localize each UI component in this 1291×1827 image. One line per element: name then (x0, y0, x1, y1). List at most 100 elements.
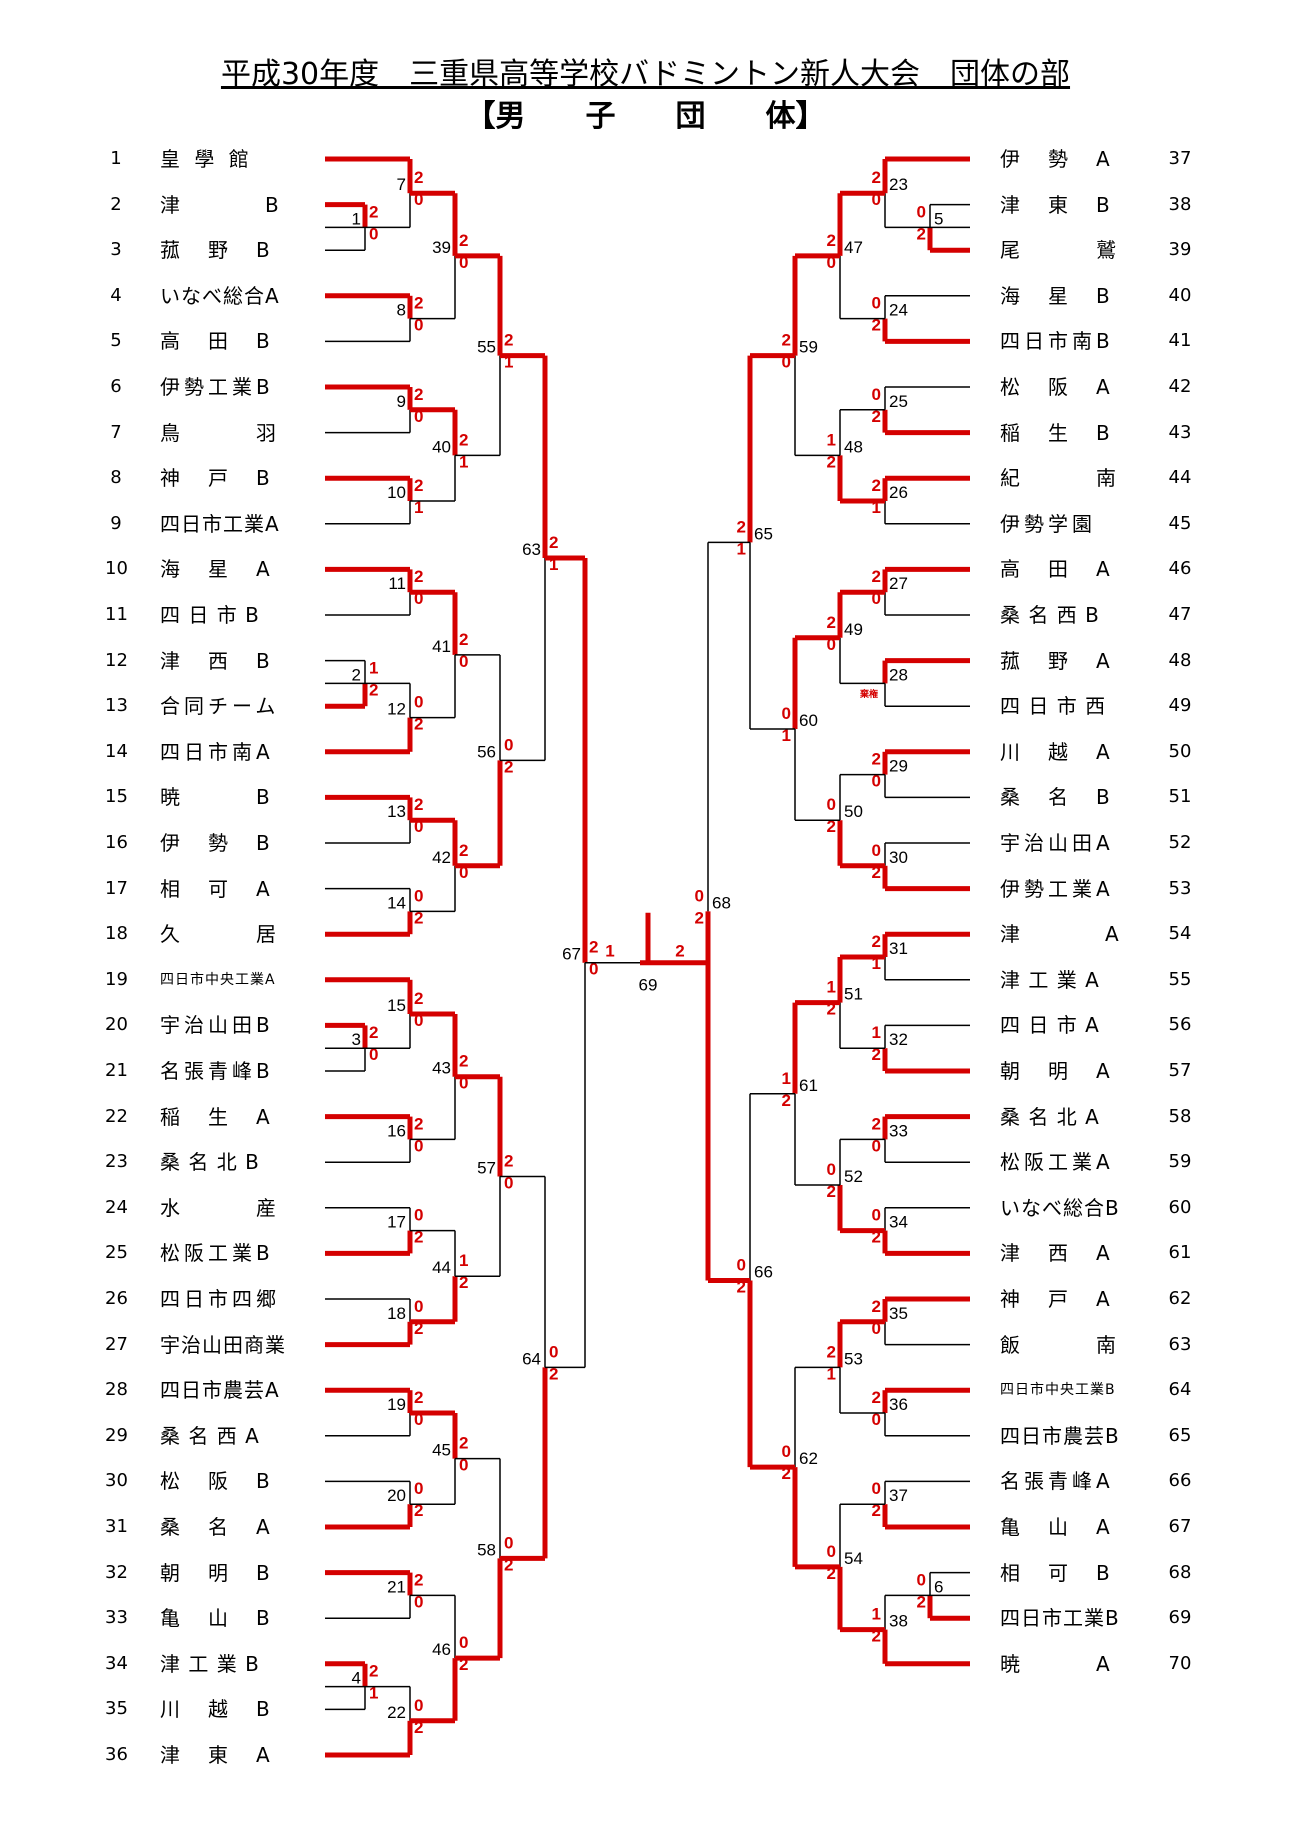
entry-number: 31 (105, 1516, 128, 1537)
match-score: 2 (504, 1555, 513, 1574)
match-number: 59 (799, 338, 818, 357)
team-name: 亀 山 B (160, 1606, 274, 1631)
match-number: 9 (397, 392, 406, 411)
match-score: 1 (872, 1023, 881, 1042)
match-score: 2 (414, 1718, 423, 1737)
entry-number: 58 (1168, 1105, 1192, 1127)
match-score: 2 (459, 1052, 468, 1071)
entry-number: 14 (105, 740, 128, 762)
match-score: 2 (549, 1364, 558, 1383)
team-name: いなべ総合A (160, 283, 280, 308)
match-score: 1 (872, 1605, 881, 1624)
team-name: 四日市農芸B (1000, 1423, 1120, 1448)
team-name: 名張青峰A (1000, 1469, 1114, 1494)
match-score: 1 (549, 555, 558, 574)
team-name: 朝 明 B (160, 1560, 274, 1585)
team-name: 稲 生 A (160, 1104, 274, 1129)
team-name: 皇 學 館 (160, 147, 253, 171)
match-number: 55 (477, 338, 496, 357)
entry-number: 70 (1168, 1652, 1192, 1674)
match-score: 2 (872, 863, 881, 882)
match-number: 19 (387, 1395, 406, 1414)
match-score: 1 (827, 978, 836, 997)
team-name: 桑 名 北 A (1000, 1104, 1100, 1129)
match-score: 2 (414, 1319, 423, 1338)
match-number: 48 (844, 437, 863, 456)
match-score: 2 (414, 908, 423, 927)
entry-number: 27 (105, 1333, 128, 1355)
match-score: 2 (782, 1091, 791, 1110)
team-name: 菰 野 B (160, 238, 274, 263)
team-name: 神 戸 B (160, 466, 274, 491)
match-score: 2 (827, 817, 836, 836)
match-score: 2 (369, 1662, 378, 1681)
match-score: 2 (459, 231, 468, 250)
entry-number: 28 (105, 1379, 128, 1401)
match-score: 0 (414, 1136, 423, 1155)
match-score: 0 (872, 294, 881, 313)
team-name: 四日市中央工業A (160, 971, 276, 988)
match-score: 2 (414, 1114, 423, 1133)
match-score: 0 (459, 253, 468, 272)
match-number: 15 (387, 996, 406, 1015)
entry-number: 13 (105, 695, 128, 717)
match-score: 2 (872, 1114, 881, 1133)
entry-number: 16 (105, 832, 128, 853)
match-score: 2 (872, 1388, 881, 1407)
entry-number: 62 (1168, 1288, 1192, 1309)
match-number: 22 (387, 1703, 406, 1722)
entry-number: 54 (1168, 923, 1192, 945)
entry-number: 22 (105, 1105, 128, 1127)
match-number: 49 (844, 620, 863, 639)
team-name: 伊 勢 A (1000, 147, 1114, 171)
team-name: 菰 野 A (1000, 648, 1114, 673)
match-score: 2 (589, 938, 598, 957)
match-score: 2 (414, 385, 423, 404)
match-number: 18 (387, 1304, 406, 1323)
match-number: 56 (477, 742, 496, 761)
entry-number: 18 (105, 923, 128, 945)
entry-number: 57 (1168, 1060, 1192, 1081)
match-number: 40 (432, 437, 451, 456)
match-score: 2 (369, 202, 378, 221)
entry-number: 60 (1168, 1196, 1192, 1218)
match-score: 0 (549, 1342, 558, 1361)
team-name: 高 田 A (1000, 557, 1114, 582)
match-number: 29 (889, 757, 908, 776)
match-score: 2 (872, 476, 881, 495)
match-score: 2 (872, 567, 881, 586)
match-number: 21 (387, 1577, 406, 1596)
match-score: 0 (782, 704, 791, 723)
match-number: 66 (754, 1262, 773, 1281)
entry-number: 41 (1168, 330, 1192, 352)
match-score: 0 (872, 190, 881, 209)
entry-number: 23 (105, 1151, 128, 1173)
match-number: 42 (432, 848, 451, 867)
match-score: 2 (549, 533, 558, 552)
entry-number: 12 (105, 649, 128, 671)
match-score: 0 (872, 1206, 881, 1225)
match-score: 2 (369, 680, 378, 699)
match-score: 1 (827, 1364, 836, 1383)
match-score: 2 (504, 1151, 513, 1170)
team-name: 海 星 A (160, 557, 274, 582)
match-number: 45 (432, 1441, 451, 1460)
match-number: 28 (889, 665, 908, 684)
entry-number: 7 (110, 421, 122, 443)
match-score: 0 (782, 1442, 791, 1461)
match-score: 0 (827, 1160, 836, 1179)
entry-number: 10 (105, 558, 128, 580)
match-score: 1 (414, 498, 423, 517)
entry-number: 24 (105, 1196, 128, 1218)
match-number: 26 (889, 483, 908, 502)
match-score: 1 (737, 539, 746, 558)
match-number: 6 (934, 1577, 943, 1596)
match-score: 2 (827, 231, 836, 250)
match-number: 39 (432, 238, 451, 257)
team-name: 四日市農芸A (160, 1378, 280, 1403)
match-number: 38 (889, 1612, 908, 1631)
team-name: 津 西 A (1000, 1241, 1114, 1266)
team-name: 宇治山田商業 (160, 1332, 286, 1357)
team-name: 相 可 A (160, 876, 274, 901)
match-score: 0 (737, 1255, 746, 1274)
